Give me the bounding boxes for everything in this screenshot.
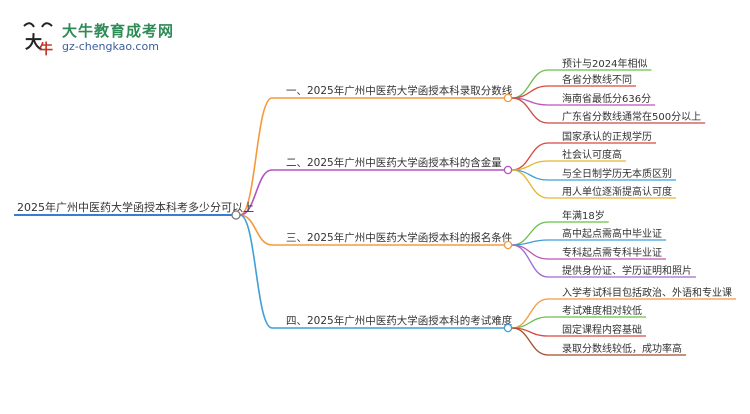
leaf-label-1-3[interactable]: 海南省最低分636分: [562, 92, 651, 105]
branch-label-4[interactable]: 四、2025年广州中医药大学函授本科的考试难度: [286, 314, 513, 327]
leaf-link-2-4: [511, 169, 549, 199]
branch-label-3[interactable]: 三、2025年广州中医药大学函授本科的报名条件: [286, 231, 512, 244]
mindmap-links: [14, 69, 736, 356]
bull-logo-icon: 大 牛: [23, 22, 53, 58]
branch-link-4: [239, 214, 273, 329]
leaf-label-2-4[interactable]: 用人单位逐渐提高认可度: [562, 185, 672, 198]
leaf-label-2-1[interactable]: 国家承认的正规学历: [562, 130, 652, 143]
leaf-label-4-1[interactable]: 入学考试科目包括政治、外语和专业课: [562, 286, 732, 299]
branch-label-2[interactable]: 二、2025年广州中医药大学函授本科的含金量: [286, 156, 502, 169]
leaf-label-3-1[interactable]: 年满18岁: [562, 209, 605, 222]
logo-url: gz-chengkao.com: [62, 40, 159, 53]
branch-link-3: [239, 214, 273, 246]
leaf-label-1-4[interactable]: 广东省分数线通常在500分以上: [562, 110, 701, 123]
leaf-label-4-2[interactable]: 考试难度相对较低: [562, 304, 642, 317]
branch-connector-1[interactable]: [503, 93, 513, 103]
leaf-label-4-4[interactable]: 录取分数线较低，成功率高: [562, 342, 682, 355]
branch-link-2: [239, 169, 273, 216]
leaf-label-4-3[interactable]: 固定课程内容基础: [562, 323, 642, 336]
branch-connector-2[interactable]: [503, 165, 513, 175]
leaf-link-4-4: [511, 327, 549, 356]
svg-text:大: 大: [25, 32, 42, 53]
leaf-label-2-3[interactable]: 与全日制学历无本质区别: [562, 167, 672, 180]
branch-link-1: [239, 97, 273, 216]
leaf-label-1-2[interactable]: 各省分数线不同: [562, 73, 632, 86]
leaf-label-3-3[interactable]: 专科起点需专科毕业证: [562, 246, 662, 259]
leaf-link-1-1: [511, 69, 549, 99]
branch-connector-3[interactable]: [503, 240, 513, 250]
leaf-link-3-2: [511, 239, 549, 246]
site-logo[interactable]: 大 牛 大牛教育成考网 gz-chengkao.com: [18, 18, 188, 58]
leaf-label-3-2[interactable]: 高中起点需高中毕业证: [562, 227, 662, 240]
leaf-label-3-4[interactable]: 提供身份证、学历证明和照片: [562, 264, 692, 277]
leaf-label-1-1[interactable]: 预计与2024年相似: [562, 57, 647, 70]
branch-label-1[interactable]: 一、2025年广州中医药大学函授本科录取分数线: [286, 84, 513, 97]
leaf-link-1-4: [511, 97, 549, 124]
leaf-link-3-1: [511, 221, 549, 246]
leaf-link-3-4: [511, 244, 549, 278]
leaf-label-2-2[interactable]: 社会认可度高: [562, 148, 622, 161]
root-node-label[interactable]: 2025年广州中医药大学函授本科考多少分可以上: [17, 200, 254, 214]
leaf-link-1-2: [511, 85, 549, 99]
leaf-link-4-1: [511, 298, 549, 329]
svg-text:牛: 牛: [39, 41, 53, 58]
mindmap-nodes: 2025年广州中医药大学函授本科考多少分可以上 一、2025年广州中医药大学函授本…: [17, 57, 732, 355]
branch-connector-4[interactable]: [503, 323, 513, 333]
root-node-connector[interactable]: [231, 210, 241, 220]
leaf-link-3-3: [511, 244, 549, 260]
logo-title: 大牛教育成考网: [62, 22, 175, 40]
